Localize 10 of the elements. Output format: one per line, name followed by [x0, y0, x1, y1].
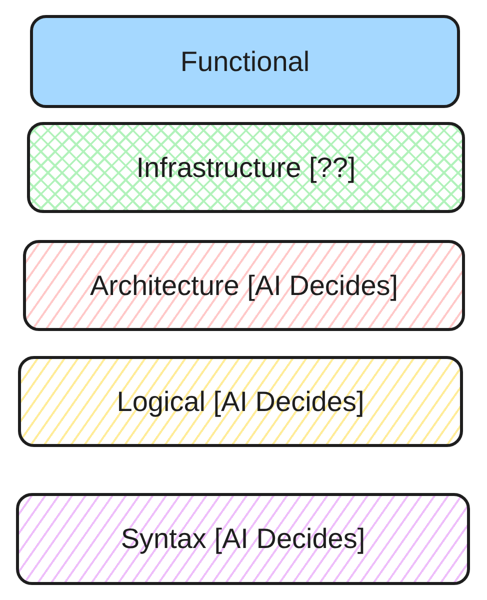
- layer-box: [30, 15, 460, 108]
- layer-label: Infrastructure [??]: [136, 152, 356, 184]
- layer-label: Architecture [AI Decides]: [90, 270, 398, 302]
- layer-box: [23, 240, 465, 331]
- layer-label: Syntax [AI Decides]: [120, 523, 366, 555]
- layer-label: Functional: [180, 46, 310, 78]
- layer-label: Logical [AI Decides]: [116, 386, 364, 418]
- layer-box: [18, 356, 463, 447]
- layer-box: [16, 493, 470, 585]
- layer-box: [27, 122, 465, 213]
